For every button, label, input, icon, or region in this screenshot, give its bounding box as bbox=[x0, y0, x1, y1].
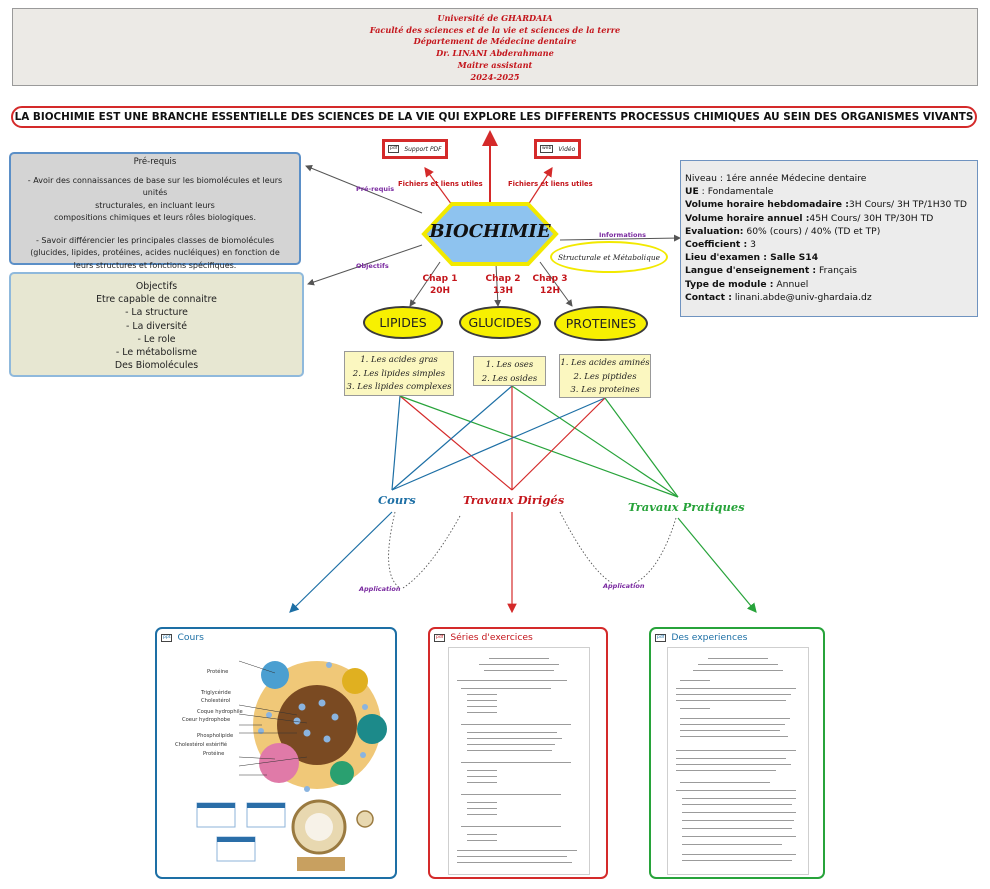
experiences-card-title-text: Des experiences bbox=[671, 632, 748, 643]
header-author: Dr. LINANI Abderahmane bbox=[436, 48, 554, 59]
info-coefficient: Coefficient : 3 bbox=[685, 239, 756, 251]
objectives-line: Des Biomolécules bbox=[114, 360, 199, 372]
experiences-card[interactable]: pdf Des experiences bbox=[649, 627, 825, 879]
header-department: Département de Médecine dentaire bbox=[413, 36, 577, 47]
biochimie-hexagon bbox=[421, 202, 559, 266]
biochimie-title: BIOCHIMIE bbox=[429, 221, 551, 242]
video-button[interactable]: web Vidéo bbox=[534, 139, 582, 159]
lipides-oval[interactable]: LIPIDES bbox=[363, 306, 443, 339]
info-level: Niveau : 1ére année Médecine dentaire bbox=[685, 173, 867, 184]
header-university: Université de GHARDAIA bbox=[437, 13, 553, 23]
topic-item: 1. Les acides aminés bbox=[560, 358, 650, 368]
lipo-label-triglyceride: Triglycéride bbox=[201, 690, 231, 696]
application-label-right: Application bbox=[603, 582, 645, 590]
lipides-label: LIPIDES bbox=[379, 315, 427, 330]
series-card-title-text: Séries d'exercices bbox=[450, 632, 533, 643]
lipo-label-hydrophobic-core: Coeur hydrophobe bbox=[182, 717, 231, 723]
cours-card-title-text: Cours bbox=[177, 632, 204, 643]
prerequisites-line: compositions chimiques et leurs rôles bi… bbox=[53, 213, 257, 222]
lipo-label-hydrophilic-shell: Coque hydrophile bbox=[197, 709, 243, 715]
exercise-document-preview bbox=[448, 647, 590, 875]
info-weekly-hours: Volume horaire hebdomadaire :3H Cours/ 3… bbox=[685, 199, 967, 211]
support-pdf-button[interactable]: pdf Support PDF bbox=[382, 139, 448, 159]
edge-label-informations: Informations bbox=[599, 231, 647, 239]
ppt-file-icon: ppt bbox=[161, 633, 173, 642]
category-travaux-pratiques[interactable]: Travaux Pratiques bbox=[628, 500, 745, 514]
prerequisites-line: leurs structures et fonctions spécifique… bbox=[73, 260, 237, 270]
web-link-icon: web bbox=[540, 145, 554, 153]
lipo-label-phospholipid: Phospholipide bbox=[197, 733, 234, 739]
experiences-card-title: pdf Des experiences bbox=[655, 632, 747, 643]
info-annual-hours: Volume horaire annuel :45H Cours/ 30H TP… bbox=[685, 212, 934, 224]
prerequisites-line: - Avoir des connaissances de base sur le… bbox=[27, 175, 283, 198]
objectives-line: - La structure bbox=[125, 307, 188, 319]
lipo-label-protein: Protéine bbox=[207, 669, 229, 675]
topic-item: 3. Les lipides complexes bbox=[346, 382, 452, 392]
topic-item: 3. Les proteines bbox=[570, 385, 640, 395]
glucides-topics-box: 1. Les oses 2. Les osides bbox=[473, 356, 546, 386]
info-exam-room: Lieu d'examen : Salle S14 bbox=[685, 252, 819, 264]
prerequisites-line: structurales, en incluant leurs bbox=[95, 200, 215, 210]
series-card-title: pdf Séries d'exercices bbox=[434, 632, 533, 643]
info-contact: Contact : linani.abde@univ-ghardaia.dz bbox=[685, 291, 872, 303]
lipoprotein-illustration bbox=[196, 660, 387, 871]
topic-item: 1. Les acides gras bbox=[360, 355, 438, 365]
proteines-label: PROTEINES bbox=[565, 316, 637, 331]
objectives-line: - Le métabolisme bbox=[115, 347, 198, 359]
definition-banner: LA BIOCHIMIE EST UNE BRANCHE ESSENTIELLE… bbox=[11, 106, 977, 128]
category-cours[interactable]: Cours bbox=[378, 493, 416, 507]
objectives-line: Etre capable de connaitre bbox=[96, 294, 217, 306]
objectives-line: - Le role bbox=[137, 333, 176, 345]
edge-label-prereq: Pré-requis bbox=[356, 185, 395, 193]
info-module-type: Type de module : Annuel bbox=[685, 278, 809, 290]
pdf-file-icon: pdf bbox=[434, 633, 446, 642]
header-year: 2024-2025 bbox=[470, 71, 520, 82]
lipo-label-protein-2: Protéine bbox=[203, 751, 225, 757]
cours-card[interactable]: ppt Cours Protéine Tr bbox=[155, 627, 397, 879]
objectives-box: Objectifs Etre capable de connaitre - La… bbox=[9, 272, 304, 377]
lipo-label-cholesterol: Cholestérol bbox=[201, 698, 231, 704]
glucides-oval[interactable]: GLUCIDES bbox=[459, 306, 541, 339]
application-label-left: Application bbox=[359, 585, 401, 593]
objectives-title: Objectifs bbox=[135, 281, 178, 292]
proteines-oval[interactable]: PROTEINES bbox=[554, 306, 648, 341]
useful-links-label-left: Fichiers et liens utiles bbox=[398, 180, 483, 188]
header-faculty: Faculté des sciences et de la vie et sci… bbox=[369, 24, 621, 35]
proteines-topics-box: 1. Les acides aminés 2. Les piptides 3. … bbox=[559, 354, 651, 398]
lipo-label-esterified-cholesterol: Cholestérol estérifié bbox=[175, 742, 228, 748]
topic-item: 1. Les oses bbox=[485, 360, 534, 370]
prerequisites-line: - Savoir différencier les principales cl… bbox=[35, 235, 275, 245]
info-evaluation: Evaluation: 60% (cours) / 40% (TD et TP) bbox=[685, 225, 881, 237]
category-travaux-diriges[interactable]: Travaux Dirigés bbox=[463, 493, 565, 507]
series-exercices-card[interactable]: pdf Séries d'exercices bbox=[428, 627, 608, 879]
info-ue: UE : Fondamentale bbox=[685, 186, 774, 198]
support-pdf-label: Support PDF bbox=[404, 145, 442, 153]
objectives-line: - La diversité bbox=[126, 320, 187, 332]
edge-label-objectifs: Objectifs bbox=[356, 262, 389, 270]
cours-card-title: ppt Cours bbox=[161, 632, 204, 643]
structural-metabolic-oval: Structurale et Métabolique bbox=[550, 241, 668, 273]
experiment-document-preview bbox=[667, 647, 809, 875]
video-label: Vidéo bbox=[558, 145, 576, 153]
structural-metabolic-label: Structurale et Métabolique bbox=[557, 252, 660, 262]
header-rank: Maitre assistant bbox=[457, 59, 533, 70]
prerequisites-line: (glucides, lipides, protéines, acides nu… bbox=[30, 248, 280, 257]
header-info: Université de GHARDAIA Faculté des scien… bbox=[12, 8, 978, 86]
prerequisites-box: Pré-requis - Avoir des connaissances de … bbox=[9, 152, 301, 270]
prerequisites-title: Pré-requis bbox=[133, 157, 177, 167]
useful-links-label-right: Fichiers et liens utiles bbox=[508, 180, 593, 188]
info-language: Langue d'enseignement : Français bbox=[685, 265, 857, 277]
pdf-file-icon: pdf bbox=[655, 633, 667, 642]
topic-item: 2. Les lipides simples bbox=[352, 368, 446, 379]
pdf-file-icon: pdf bbox=[388, 145, 400, 153]
topic-item: 2. Les piptides bbox=[573, 371, 637, 382]
lipides-topics-box: 1. Les acides gras 2. Les lipides simple… bbox=[344, 351, 454, 396]
glucides-label: GLUCIDES bbox=[468, 315, 532, 330]
topic-item: 2. Les osides bbox=[481, 373, 538, 384]
course-info-box: Niveau : 1ére année Médecine dentaire UE… bbox=[680, 160, 978, 317]
